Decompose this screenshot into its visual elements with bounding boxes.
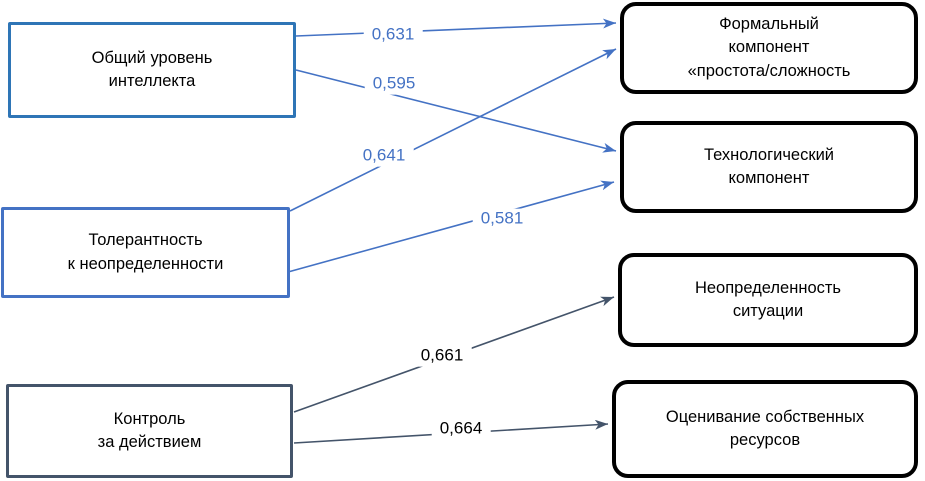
node-technological-component-label: Технологический компонент	[703, 145, 835, 187]
node-tolerance-uncertainty: Толерантность к неопределенности	[1, 207, 290, 298]
node-tolerance-uncertainty-label: Толерантность к неопределенности	[67, 231, 224, 273]
node-situation-uncertainty: Неопределенность ситуации	[618, 253, 918, 347]
edge-coefficient-tolerance-formal: 0,641	[354, 145, 414, 167]
node-action-control-label: Контроль за действием	[97, 409, 202, 451]
node-own-resources-evaluation-label: Оценивание собственных ресурсов	[665, 407, 865, 449]
arrow-intellect-to-technological	[295, 69, 617, 153]
edge-coefficient-tolerance-technological: 0,581	[472, 208, 532, 230]
node-general-intellect: Общий уровень интеллекта	[8, 22, 296, 118]
edge-coefficient-intellect-formal: 0,631	[363, 24, 423, 46]
edge-coefficient-intellect-technological: 0,595	[364, 73, 424, 95]
node-own-resources-evaluation: Оценивание собственных ресурсов	[612, 380, 918, 478]
arrow-intellect-to-formal	[295, 18, 617, 37]
edge-coefficient-control-uncertainty: 0,661	[412, 345, 472, 367]
node-general-intellect-label: Общий уровень интеллекта	[91, 48, 213, 90]
node-formal-component-label: Формальный компонент «простота/сложность	[687, 14, 851, 80]
arrow-tolerance-to-formal	[289, 48, 617, 212]
node-action-control: Контроль за действием	[6, 384, 293, 478]
node-technological-component: Технологический компонент	[620, 121, 918, 213]
edge-coefficient-control-resources: 0,664	[431, 418, 491, 440]
node-situation-uncertainty-label: Неопределенность ситуации	[694, 278, 842, 320]
node-formal-component: Формальный компонент «простота/сложность	[620, 2, 918, 94]
arrow-tolerance-to-technological	[287, 180, 615, 273]
